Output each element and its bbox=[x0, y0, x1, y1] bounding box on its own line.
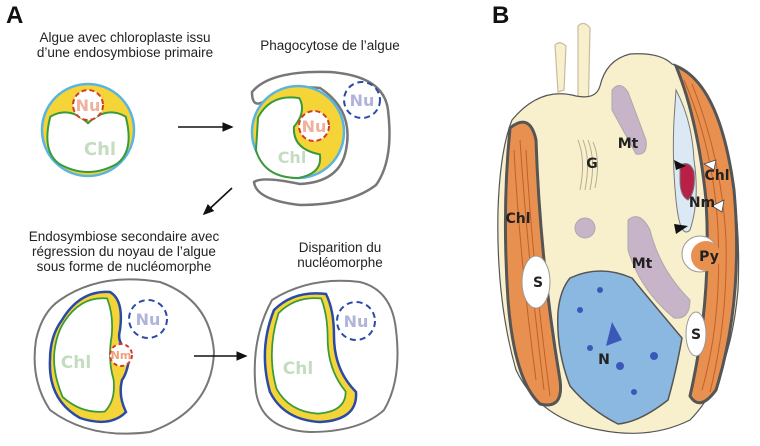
arrow-2-to-3 bbox=[202, 187, 233, 216]
chloroplast-label: Chl bbox=[84, 139, 116, 160]
host-nucleus bbox=[128, 299, 168, 339]
starch-right-label: S bbox=[691, 327, 701, 343]
host-nucleus-label: Nu bbox=[350, 91, 375, 110]
step2-phagocytosis: Nu Nu Chl bbox=[250, 70, 391, 207]
golgi bbox=[577, 139, 599, 191]
step3-caption-line2: régression du noyau de l’algue bbox=[32, 244, 216, 259]
white-arrowhead-bottom bbox=[711, 199, 725, 213]
pyrenoid bbox=[691, 241, 721, 271]
starch-left-label: S bbox=[533, 275, 543, 291]
chl-right-label: Chl bbox=[704, 168, 729, 184]
panel-a-letter: A bbox=[6, 2, 24, 29]
chloroplast-label: Chl bbox=[283, 359, 313, 379]
black-arrowhead-bottom bbox=[674, 224, 688, 234]
step4-caption-line2: nucléomorphe bbox=[297, 255, 383, 270]
cryptophyte-cell: G Mt Mt Chl Chl Nm Py S S N bbox=[497, 22, 740, 434]
thylakoids-right bbox=[683, 79, 727, 393]
algal-nucleus bbox=[298, 110, 330, 142]
step1-caption: Algue avec chloroplaste issu d’une endos… bbox=[10, 30, 240, 60]
host-nucleus bbox=[343, 81, 381, 119]
pyrenoid-label: Py bbox=[699, 249, 719, 265]
nucleus-label: Nu bbox=[76, 96, 101, 115]
starch-right bbox=[685, 311, 707, 357]
mito-bottom-label: Mt bbox=[632, 256, 653, 272]
host-nucleus-label: Nu bbox=[344, 312, 369, 331]
step3-caption-line3: sous forme de nucléomorphe bbox=[36, 259, 212, 274]
nucleomorph bbox=[109, 343, 133, 367]
white-arrowhead-top bbox=[703, 159, 717, 171]
step2-caption: Phagocytose de l’algue bbox=[260, 38, 400, 53]
mito-top-label: Mt bbox=[618, 136, 639, 152]
step1-caption-line1: Algue avec chloroplaste issu bbox=[39, 30, 211, 45]
step4-nucleomorph-loss: Nu Chl bbox=[253, 279, 399, 434]
flagellum-short bbox=[554, 42, 567, 93]
step3-caption-line1: Endosymbiose secondaire avec bbox=[28, 229, 220, 244]
black-arrowhead-top bbox=[674, 160, 686, 170]
chloroplast-label: Chl bbox=[278, 148, 307, 167]
step3-caption: Endosymbiose secondaire avec régression … bbox=[4, 229, 244, 274]
nucleus-label: N bbox=[598, 352, 610, 368]
nucleomorph bbox=[679, 163, 695, 201]
step3-secondary-endosymbiosis: Nm Nu Chl bbox=[33, 278, 216, 435]
nucleomorph-label: Nm bbox=[111, 349, 132, 362]
mitochondrion-bottom bbox=[627, 216, 691, 319]
golgi-label: G bbox=[586, 156, 598, 172]
nucleomorph-label: Nm bbox=[689, 195, 715, 211]
algal-nucleus-label: Nu bbox=[302, 117, 327, 136]
step1-caption-line2: d’une endosymbiose primaire bbox=[36, 45, 214, 60]
step4-caption-line1: Disparition du bbox=[298, 240, 382, 255]
mitochondrion-top bbox=[611, 85, 647, 155]
host-nucleus bbox=[336, 301, 376, 341]
starch-left bbox=[521, 255, 551, 309]
host-nucleus-label: Nu bbox=[136, 310, 161, 329]
chloroplast-label: Chl bbox=[61, 353, 91, 373]
step4-caption: Disparition du nucléomorphe bbox=[270, 240, 410, 270]
nucleus bbox=[557, 270, 683, 425]
step1-alga: Nu Chl bbox=[40, 82, 136, 178]
plastid-right bbox=[673, 63, 739, 405]
algal-nucleus bbox=[72, 89, 104, 121]
nucleolus bbox=[606, 322, 622, 346]
chl-left-label: Chl bbox=[505, 211, 530, 227]
mitochondrion-small bbox=[574, 217, 596, 239]
panel-b-letter: B bbox=[492, 2, 510, 29]
